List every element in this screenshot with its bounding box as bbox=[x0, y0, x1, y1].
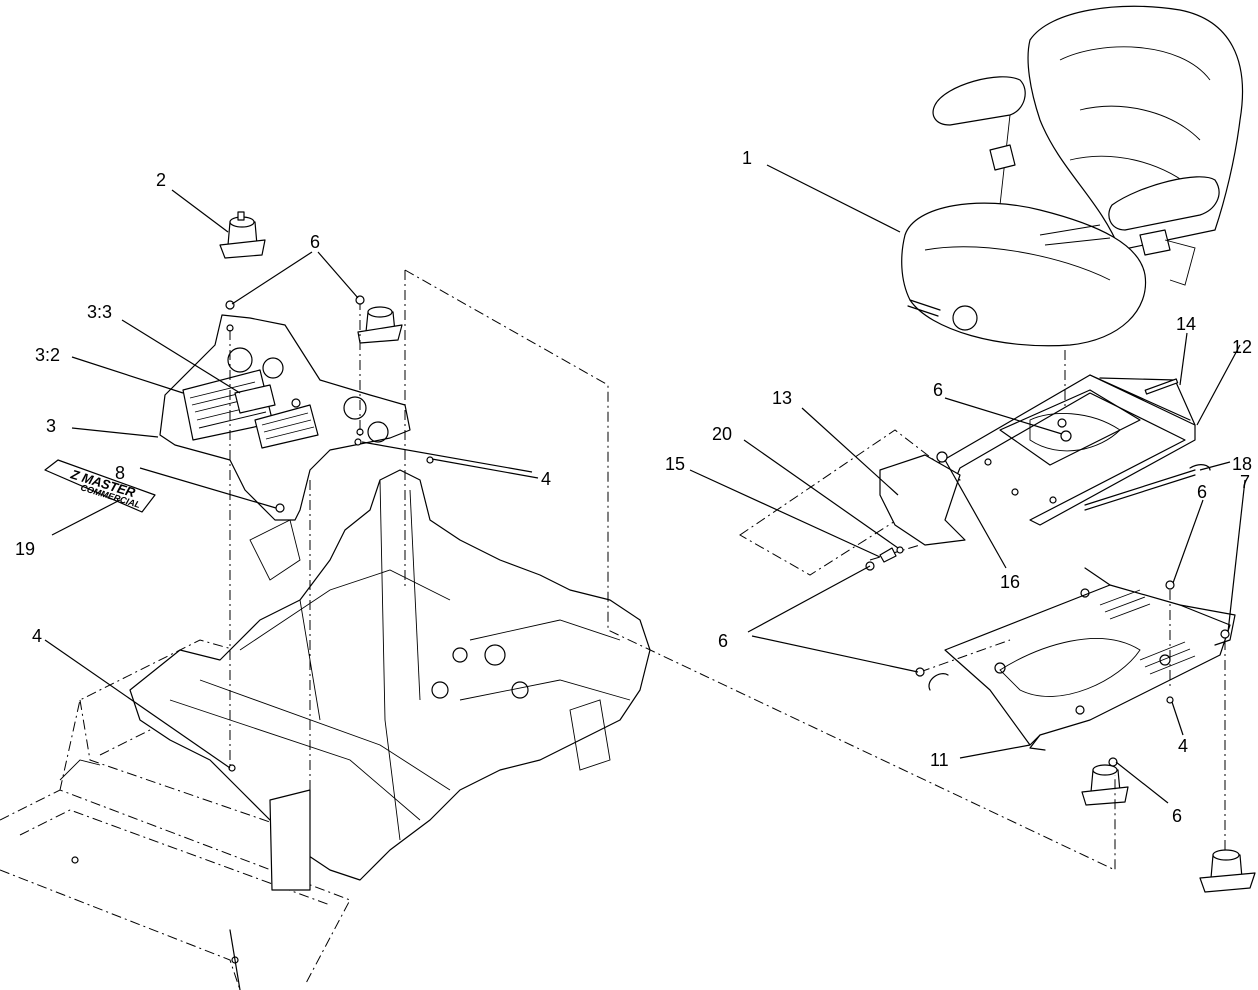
callout-13: 13 bbox=[772, 388, 792, 408]
rubber-mount-upper bbox=[357, 306, 403, 344]
leader-lines bbox=[44, 164, 1246, 804]
mower-frame bbox=[0, 469, 651, 990]
callout-7: 7 bbox=[1240, 472, 1250, 492]
callout-15: 15 bbox=[665, 454, 685, 474]
rubber-mount-part-2 bbox=[219, 211, 266, 259]
callout-3-2: 3:2 bbox=[35, 345, 60, 365]
callout-3: 3 bbox=[46, 416, 56, 436]
callout-19: 19 bbox=[15, 539, 35, 559]
plate-part-13 bbox=[739, 429, 966, 576]
callout-6-lower-left: 6 bbox=[718, 631, 728, 651]
hardware bbox=[225, 295, 1230, 772]
callout-6-seatplate: 6 bbox=[933, 380, 943, 400]
callout-6-bottom: 6 bbox=[1172, 806, 1182, 826]
callout-14: 14 bbox=[1176, 314, 1196, 334]
callout-6-top: 6 bbox=[310, 232, 320, 252]
callout-3-3: 3:3 bbox=[87, 302, 112, 322]
callout-16: 16 bbox=[1000, 572, 1020, 592]
assembly-lines bbox=[229, 269, 1226, 871]
callout-12: 12 bbox=[1232, 337, 1252, 357]
callout-20: 20 bbox=[712, 424, 732, 444]
rubber-mount-lower-right bbox=[1199, 849, 1256, 893]
rubber-mount-lower-mid bbox=[1081, 764, 1129, 806]
callout-6-right: 6 bbox=[1197, 482, 1207, 502]
callout-11: 11 bbox=[930, 750, 949, 770]
seat-part-1 bbox=[901, 5, 1244, 347]
seat-plate-part-12 bbox=[934, 374, 1196, 526]
callout-4-mid: 4 bbox=[541, 469, 551, 489]
callout-4-right: 4 bbox=[1178, 736, 1188, 756]
callout-2: 2 bbox=[156, 170, 166, 190]
callout-8: 8 bbox=[115, 463, 125, 483]
callout-1: 1 bbox=[742, 148, 752, 168]
decal-part-19: Z MASTER COMMERCIAL bbox=[44, 459, 156, 513]
callout-18: 18 bbox=[1232, 454, 1252, 474]
callout-labels: 1 2 6 3:3 3:2 3 19 8 4 4 13 6 20 15 14 1… bbox=[15, 148, 1252, 826]
callout-4-left: 4 bbox=[32, 626, 42, 646]
seat-base-part-11 bbox=[928, 567, 1236, 751]
cover-plate-part-3 bbox=[159, 314, 411, 521]
